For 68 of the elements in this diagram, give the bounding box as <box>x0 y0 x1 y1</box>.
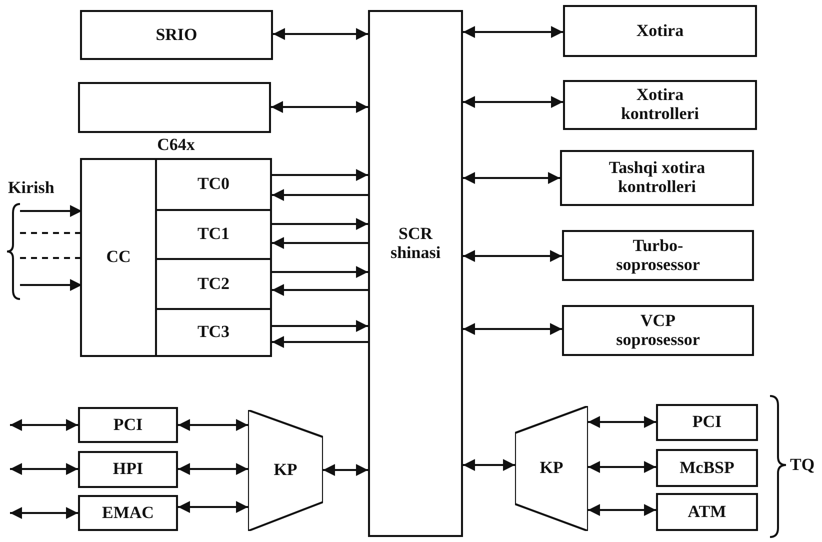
connector-arrow <box>272 189 368 201</box>
block-label: TC3 <box>197 323 230 342</box>
block-label: Turbo- soprosessor <box>615 236 701 274</box>
connector-arrow <box>272 218 368 230</box>
connector-arrow <box>20 279 82 291</box>
connector-arrow <box>588 416 656 428</box>
connector-arrow <box>463 26 563 38</box>
block-box <box>562 305 754 356</box>
connector-arrow <box>463 96 563 108</box>
block-box <box>560 150 754 206</box>
connector-arrow <box>10 507 78 519</box>
block-box <box>563 5 757 57</box>
block-label: Xotira <box>636 22 684 40</box>
connector-arrow <box>272 169 368 181</box>
block-box <box>78 407 178 443</box>
connector-arrow <box>463 250 562 262</box>
connector-arrow <box>272 284 368 296</box>
block-label: SRIO <box>156 26 198 44</box>
connector-arrow <box>273 28 368 40</box>
block-heading: C64x <box>157 136 195 155</box>
block-box <box>80 10 273 60</box>
block-label: TC1 <box>197 225 230 244</box>
connector-arrow <box>10 419 78 431</box>
connector-arrow <box>463 459 515 471</box>
block-box <box>562 230 754 281</box>
connector-arrow <box>463 172 560 184</box>
block-label: VCP soprosessor <box>615 312 701 350</box>
connector-arrow <box>10 463 78 475</box>
annotation-label: TQ <box>790 455 815 475</box>
block-label: TC2 <box>197 274 230 294</box>
block-label: EMAC <box>102 504 154 522</box>
block-label: Xotira kontrolleri <box>620 86 700 124</box>
block-box <box>78 495 178 531</box>
multiplexer-block <box>248 410 323 531</box>
block-label: PCI <box>692 413 722 432</box>
curly-brace <box>6 203 20 300</box>
block-label: KP <box>540 459 564 478</box>
connector-arrow <box>272 320 368 332</box>
block-box <box>78 82 271 133</box>
annotation-label: Kirish <box>8 178 54 198</box>
connector-arrow <box>20 205 82 217</box>
block-label: Tashqi xotira kontrolleri <box>608 159 706 197</box>
block-label: HPI <box>112 460 144 479</box>
block-box <box>78 451 178 488</box>
connector-arrow <box>588 504 656 516</box>
connector-arrow <box>323 464 368 476</box>
connector-arrow <box>178 463 248 475</box>
connector-arrow <box>271 101 368 113</box>
block-label: KP <box>274 461 298 480</box>
block-box <box>368 10 463 537</box>
block-label: SCR shinasi <box>389 224 442 262</box>
block-box <box>563 80 757 130</box>
connector-arrow <box>178 501 248 513</box>
connector-arrow <box>178 419 248 431</box>
connector-arrow <box>272 237 368 249</box>
block-label: TC0 <box>197 175 230 194</box>
block-label: PCI <box>113 416 143 434</box>
block-label: McBSP <box>680 458 734 478</box>
block-label: ATM <box>688 502 726 522</box>
connector-arrow <box>272 336 368 348</box>
connector-arrow <box>463 323 562 335</box>
block-box <box>656 404 758 441</box>
connector-arrow <box>588 461 656 473</box>
block-box <box>656 493 758 531</box>
multiplexer-block <box>515 406 588 531</box>
connector-arrow <box>272 266 368 278</box>
block-label: CC <box>106 248 131 267</box>
block-box <box>656 449 758 487</box>
